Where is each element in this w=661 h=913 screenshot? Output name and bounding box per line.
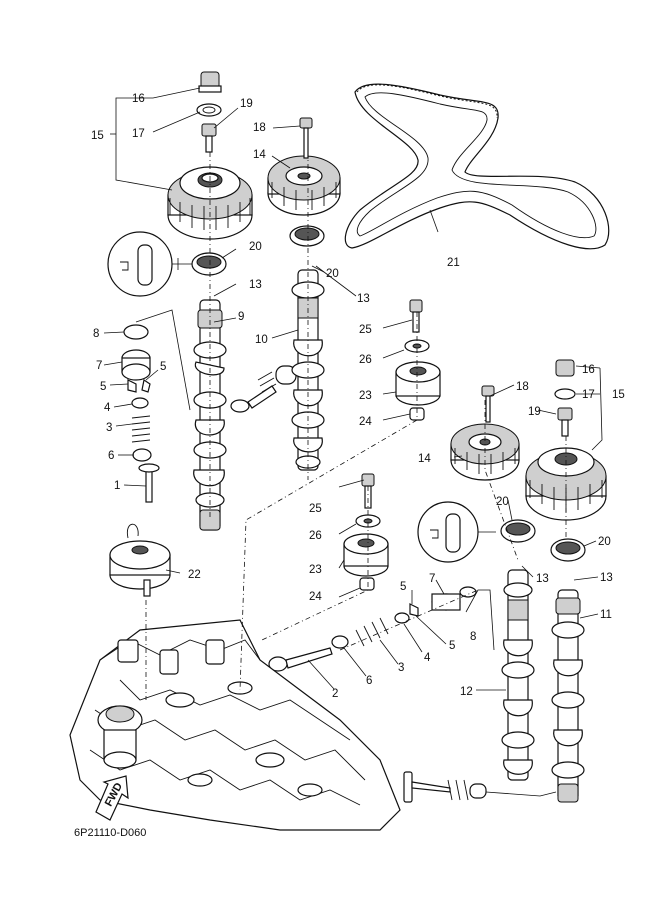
exhaust-camshaft-12[interactable]: [501, 569, 535, 781]
callout-19-left: 19: [240, 98, 253, 110]
drawing-code: 6P21110-D060: [74, 827, 146, 839]
callout-26-upper: 26: [359, 354, 372, 366]
callout-5-left-a: 5: [100, 381, 106, 393]
exhaust-sprocket-14-left[interactable]: [267, 117, 341, 216]
timing-belt[interactable]: [344, 83, 610, 250]
callout-14-right: 14: [418, 453, 431, 465]
callout-19-right: 19: [528, 406, 541, 418]
callout-25-lower: 25: [309, 503, 322, 515]
callout-5-right-a: 5: [400, 581, 406, 593]
callout-18-left: 18: [253, 122, 266, 134]
callout-23-lower: 23: [309, 564, 322, 576]
callout-12: 12: [460, 686, 473, 698]
detail-inset-left: [107, 231, 192, 297]
callout-17-left: 17: [132, 128, 145, 140]
callout-20-right-b: 20: [598, 536, 611, 548]
detail-inset-right: [417, 501, 496, 563]
callout-26-lower: 26: [309, 530, 322, 542]
callout-10: 10: [255, 334, 268, 346]
centre-lines: [145, 140, 567, 700]
callout-8-left: 8: [93, 328, 99, 340]
callout-4-left: 4: [104, 402, 111, 414]
valve-parts-left[interactable]: [121, 324, 160, 503]
callout-13-center: 13: [357, 293, 370, 305]
callout-20-left: 20: [249, 241, 262, 253]
callout-23-upper: 23: [359, 390, 372, 402]
callout-22: 22: [188, 569, 201, 581]
callout-6-left: 6: [108, 450, 114, 462]
callout-20-right-a: 20: [496, 496, 509, 508]
tensioner-upper-parts[interactable]: [395, 299, 441, 421]
callout-15-left: 15: [91, 130, 104, 142]
intake-camshaft-11[interactable]: [551, 589, 585, 803]
callout-3-right: 3: [398, 662, 404, 674]
callout-numbers: 16 17 15 19 18 14 20 13 9 8 7 5 5 4 3 6 …: [74, 93, 625, 839]
oil-seal-right-a[interactable]: [500, 519, 536, 543]
callout-24-lower: 24: [309, 591, 322, 603]
callout-16-right: 16: [582, 364, 595, 376]
callout-8-right: 8: [470, 631, 476, 643]
callout-7-right: 7: [429, 573, 435, 585]
callout-15-right: 15: [612, 389, 625, 401]
callout-13-left: 13: [249, 279, 262, 291]
valve-parts-lower[interactable]: [268, 586, 477, 672]
cylinder-head: [69, 619, 401, 831]
callout-17-right: 17: [582, 389, 595, 401]
callout-20-center: 20: [326, 268, 339, 280]
callout-25-upper: 25: [359, 324, 372, 336]
callout-6-right: 6: [366, 675, 372, 687]
callout-4-right: 4: [424, 652, 431, 664]
oil-seal-left[interactable]: [191, 252, 227, 276]
callout-2: 2: [332, 688, 338, 700]
belt-tensioner-22[interactable]: [109, 523, 171, 597]
callout-9: 9: [238, 311, 244, 323]
callout-21: 21: [447, 257, 460, 269]
valve-spring-left-10[interactable]: [230, 365, 297, 413]
callout-5-left-b: 5: [160, 361, 166, 373]
tensioner-lower-parts[interactable]: [343, 473, 389, 591]
leader-lines: [103, 87, 603, 797]
callout-13-right-b: 13: [600, 572, 613, 584]
callout-5-right-b: 5: [449, 640, 455, 652]
intake-camshaft-9[interactable]: [193, 299, 227, 531]
callout-14-left: 14: [253, 149, 266, 161]
oil-seal-right-b[interactable]: [550, 538, 586, 562]
callout-11: 11: [600, 609, 612, 621]
callout-1: 1: [114, 480, 120, 492]
callout-16-left: 16: [132, 93, 145, 105]
callout-24-upper: 24: [359, 416, 372, 428]
valve-spring-right[interactable]: [403, 771, 487, 803]
callout-7-left: 7: [96, 360, 102, 372]
callout-13-right-a: 13: [536, 573, 549, 585]
oil-seal-center[interactable]: [289, 225, 325, 247]
callout-3-left: 3: [106, 422, 112, 434]
callout-18-right: 18: [516, 381, 529, 393]
